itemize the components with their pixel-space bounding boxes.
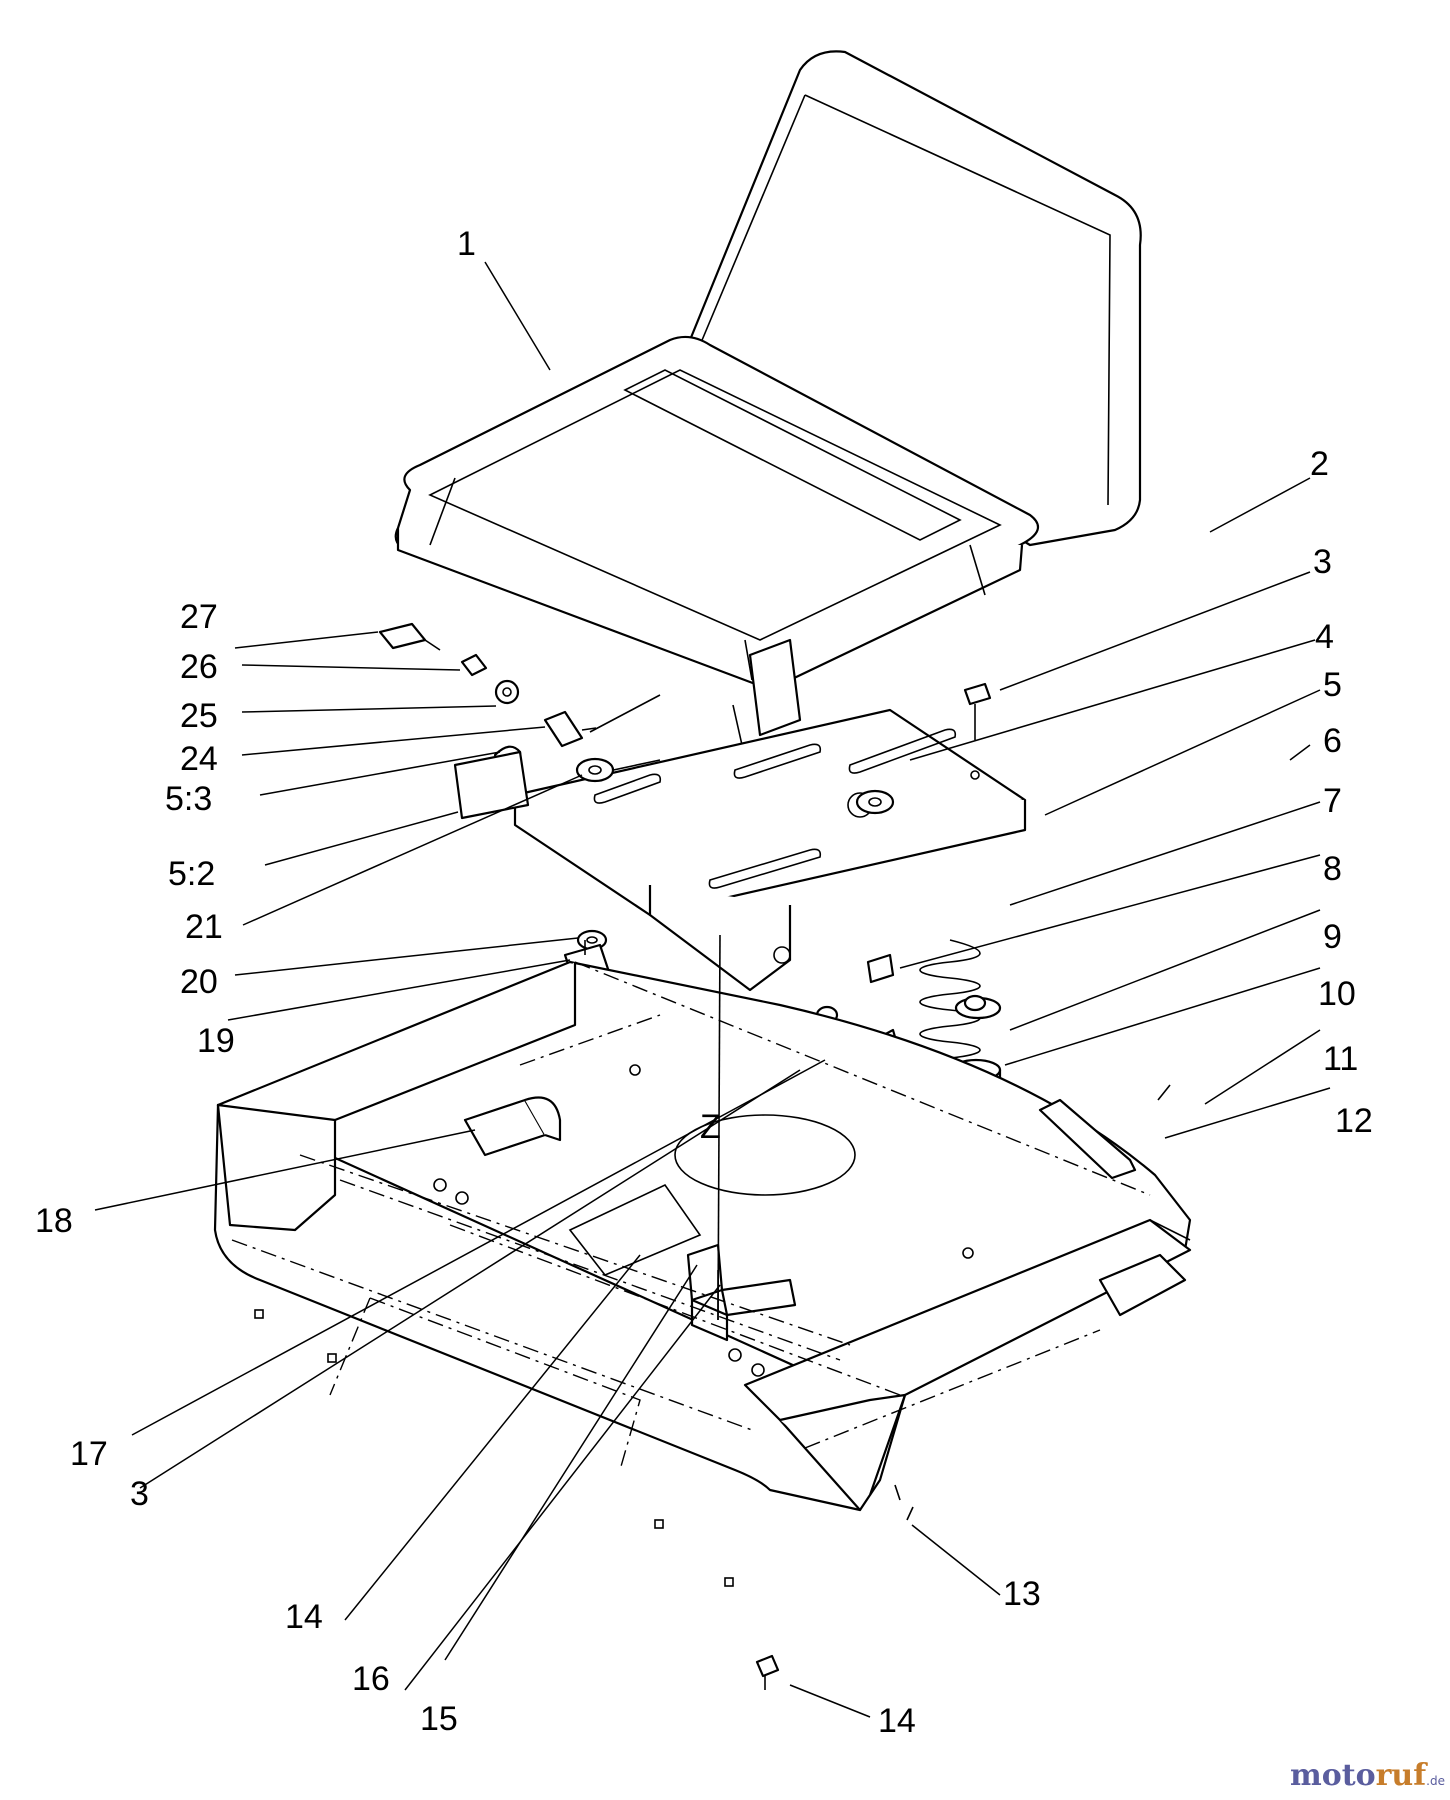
callout-5: 5 xyxy=(1323,666,1342,704)
callout-18: 18 xyxy=(35,1202,73,1240)
watermark-part-b: ruf xyxy=(1376,1758,1429,1793)
callout-11: 11 xyxy=(1323,1040,1358,1078)
watermark-logo: motoruf.de xyxy=(1290,1758,1445,1793)
callout-14-lower: 14 xyxy=(878,1702,916,1740)
watermark-suffix: .de xyxy=(1426,1774,1445,1788)
callout-3: 3 xyxy=(1313,543,1332,581)
callout-19: 19 xyxy=(197,1022,235,1060)
callout-12: 12 xyxy=(1335,1102,1373,1140)
callout-13: 13 xyxy=(1003,1575,1041,1613)
callout-4: 4 xyxy=(1315,618,1334,656)
callout-26: 26 xyxy=(180,648,218,686)
callout-20: 20 xyxy=(180,963,218,1001)
callout-25: 25 xyxy=(180,697,218,735)
watermark-part-a: moto xyxy=(1290,1758,1376,1793)
fender-pan xyxy=(213,960,1192,1690)
callout-1: 1 xyxy=(457,225,476,263)
seat xyxy=(394,50,1142,746)
callout-24: 24 xyxy=(180,740,218,778)
callout-5-2: 5:2 xyxy=(168,855,215,893)
callout-27: 27 xyxy=(180,598,218,636)
seat-switch-hardware xyxy=(378,622,661,820)
callout-8: 8 xyxy=(1323,850,1342,888)
callout-5-3: 5:3 xyxy=(165,780,212,818)
callout-6: 6 xyxy=(1323,722,1342,760)
callout-9: 9 xyxy=(1323,918,1342,956)
callout-21: 21 xyxy=(185,908,223,946)
callout-16: 16 xyxy=(352,1660,390,1698)
leader-lines xyxy=(94,261,1331,1718)
callout-17: 17 xyxy=(70,1435,108,1473)
callout-15: 15 xyxy=(420,1700,458,1738)
callout-3-lower: 3 xyxy=(130,1475,149,1513)
callout-7: 7 xyxy=(1323,782,1342,820)
callout-10: 10 xyxy=(1318,975,1356,1013)
svg-text:motoruf.de: motoruf.de xyxy=(1290,1758,1445,1793)
callout-labels: 1 2 3 4 5 6 7 8 9 10 11 12 13 14 14 15 1… xyxy=(35,225,1373,1740)
axis-marker-z: Z xyxy=(700,1108,721,1146)
callout-2: 2 xyxy=(1310,445,1329,483)
callout-14-upper: 14 xyxy=(285,1598,323,1636)
